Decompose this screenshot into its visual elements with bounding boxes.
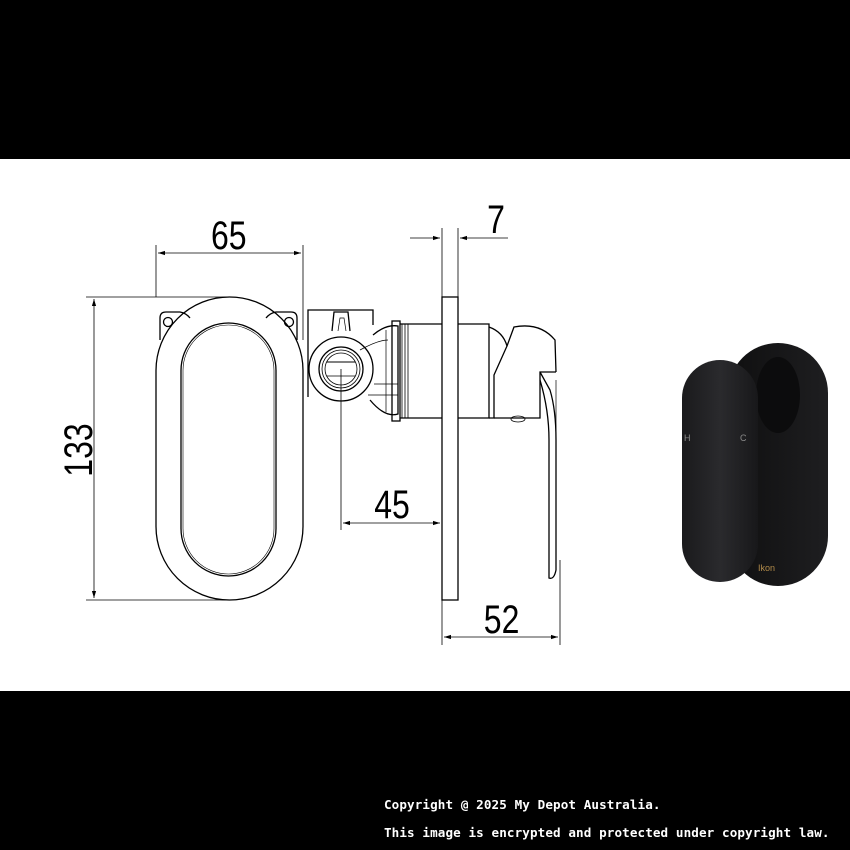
dimension-height xyxy=(86,296,230,601)
brand-logo: Ikon xyxy=(758,563,775,573)
dimension-body-depth-label: 45 xyxy=(374,482,410,527)
copyright-line: Copyright @ 2025 My Depot Australia. xyxy=(384,797,661,812)
dimension-plate-thickness-label: 7 xyxy=(487,197,505,242)
dimension-body-depth xyxy=(340,369,440,530)
dimension-width-label: 65 xyxy=(211,213,247,258)
dimension-plate-thickness xyxy=(410,228,508,297)
side-view xyxy=(307,296,557,601)
dimension-width xyxy=(155,245,304,340)
product-photo: H C Ikon xyxy=(682,343,828,586)
dimension-height-label: 133 xyxy=(56,423,101,476)
cold-label: C xyxy=(740,433,747,443)
front-view xyxy=(155,296,304,601)
dimension-projection-label: 52 xyxy=(484,597,520,642)
hot-label: H xyxy=(684,433,691,443)
copyright-notice: This image is encrypted and protected un… xyxy=(384,825,830,840)
mixer-body xyxy=(756,357,800,433)
dimension-projection xyxy=(441,560,561,645)
mixer-lever xyxy=(682,360,758,582)
